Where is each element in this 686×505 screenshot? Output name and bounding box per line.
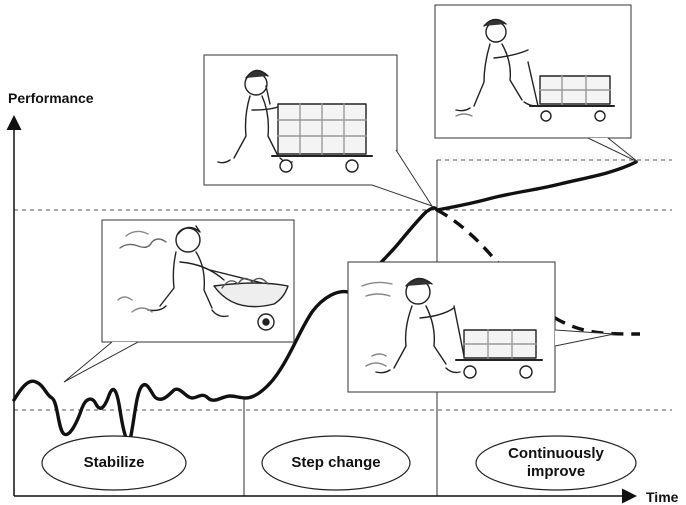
phase-label-stabilize-text: Stabilize <box>83 454 145 471</box>
performance-curve <box>12 160 638 444</box>
phase-label-step-change-text: Step change <box>291 454 381 471</box>
phase-label-continuously-improve-line1: Continuously <box>508 445 604 462</box>
phase-label-step-change: Step change <box>262 436 410 490</box>
phase-ellipse-step-change <box>261 435 411 491</box>
phase-label-continuously-improve: Continuously improve <box>476 436 636 490</box>
callout-cart-strain-pointer <box>554 329 615 347</box>
worker-barrow-illustration <box>117 225 289 331</box>
worker-cart-step-illustration <box>217 69 373 173</box>
phase-ellipse-stabilize <box>41 435 187 491</box>
phase-label-stabilize: Stabilize <box>42 436 186 490</box>
callout-barrow-pointer <box>63 341 139 383</box>
callout-cart-step-pointer <box>371 149 434 207</box>
y-axis-label: Performance <box>8 90 94 106</box>
worker-cart-top-illustration <box>455 18 615 122</box>
phase-ellipse-continuously-improve <box>475 435 637 491</box>
worker-cart-strain-illustration <box>361 277 543 379</box>
callout-cart-top-pointer <box>587 137 639 163</box>
x-axis-label: Time <box>646 489 679 505</box>
phase-label-continuously-improve-line2: improve <box>526 463 586 480</box>
